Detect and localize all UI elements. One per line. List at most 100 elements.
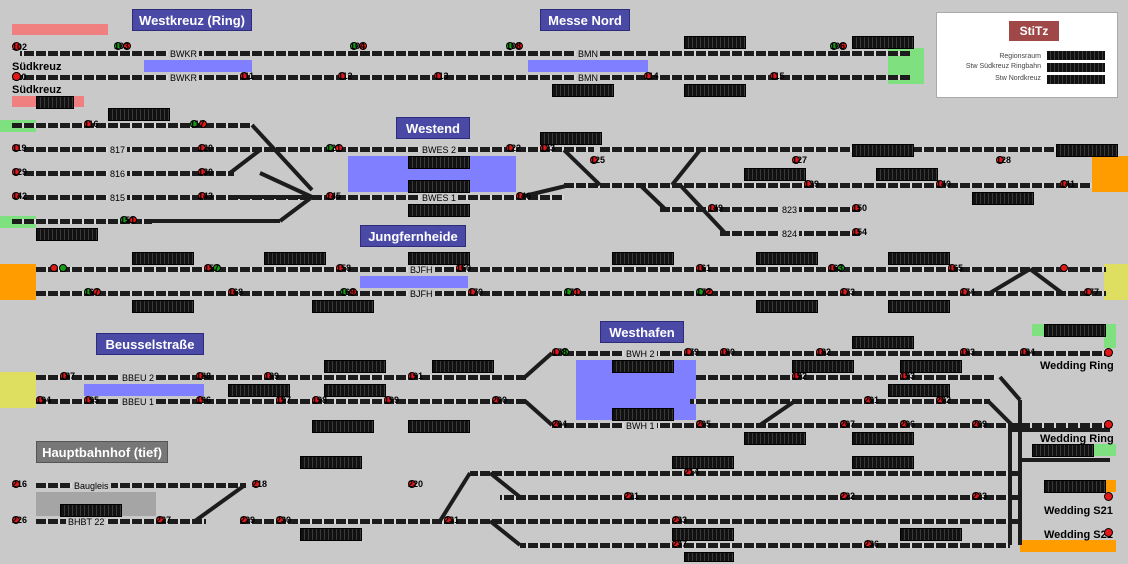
- train-number-display[interactable]: [108, 108, 170, 121]
- train-number-display[interactable]: [684, 36, 746, 49]
- train-number-display[interactable]: [264, 252, 326, 265]
- signal[interactable]: 183: [960, 347, 975, 357]
- signal[interactable]: 236: [864, 539, 879, 549]
- signal[interactable]: 199: [384, 395, 399, 405]
- legend-badge[interactable]: StiTz: [1009, 21, 1059, 41]
- signal[interactable]: 116: [84, 119, 99, 129]
- signal[interactable]: 193: [900, 371, 915, 381]
- train-number-display[interactable]: [1044, 480, 1106, 493]
- train-number-display[interactable]: [408, 252, 470, 265]
- train-number-display[interactable]: [36, 228, 98, 241]
- signal[interactable]: 149: [708, 203, 723, 213]
- station-title-westkreuz[interactable]: Westkreuz (Ring): [132, 9, 252, 31]
- signal[interactable]: 204: [552, 419, 567, 429]
- train-number-display[interactable]: [132, 300, 194, 313]
- signal[interactable]: 125: [590, 155, 605, 165]
- train-number-display[interactable]: [408, 180, 470, 193]
- signal[interactable]: 196: [196, 395, 211, 405]
- signal[interactable]: 151: [120, 215, 138, 225]
- signal[interactable]: 111: [240, 71, 254, 81]
- signal[interactable]: 168: [228, 287, 243, 297]
- signal[interactable]: 165: [948, 263, 963, 273]
- train-number-display[interactable]: [324, 384, 386, 397]
- signal[interactable]: 174: [960, 287, 975, 297]
- train-number-display[interactable]: [612, 252, 674, 265]
- train-number-display[interactable]: [132, 252, 194, 265]
- train-number-display[interactable]: [852, 36, 914, 49]
- signal[interactable]: 169: [340, 287, 358, 297]
- signal[interactable]: 189: [264, 371, 279, 381]
- train-number-display[interactable]: [228, 384, 290, 397]
- signal[interactable]: 120: [198, 143, 213, 153]
- train-number-display[interactable]: [408, 156, 470, 169]
- platform-label-baugleis[interactable]: Baugleis: [72, 481, 111, 491]
- train-number-display[interactable]: [852, 456, 914, 469]
- signal[interactable]: 157: [204, 263, 222, 273]
- signal[interactable]: 201: [864, 395, 879, 405]
- signal[interactable]: 143: [198, 191, 213, 201]
- train-number-display[interactable]: [1056, 144, 1118, 157]
- signal[interactable]: 205: [696, 419, 711, 429]
- signal[interactable]: 207: [840, 419, 855, 429]
- train-number-display[interactable]: [312, 420, 374, 433]
- train-number-display[interactable]: [684, 552, 734, 562]
- signal[interactable]: 121: [326, 143, 344, 153]
- signal[interactable]: 128: [996, 155, 1011, 165]
- signal[interactable]: 179: [684, 347, 699, 357]
- platform-label-bwh1[interactable]: BWH 1: [624, 421, 657, 431]
- signal[interactable]: 223: [972, 491, 987, 501]
- end-signal-red[interactable]: [1104, 492, 1113, 501]
- platform-label-bjfh[interactable]: BJFH: [408, 265, 435, 275]
- signal[interactable]: 115: [770, 71, 785, 81]
- signal[interactable]: 182: [816, 347, 831, 357]
- signal[interactable]: 197: [276, 395, 291, 405]
- signal[interactable]: 150: [852, 203, 867, 213]
- platform-label-bbeu1[interactable]: BBEU 1: [120, 397, 157, 407]
- signal[interactable]: 177: [1084, 287, 1099, 297]
- train-number-display[interactable]: [744, 168, 806, 181]
- signal[interactable]: 233: [672, 515, 687, 525]
- track-label-824[interactable]: 824: [780, 229, 800, 239]
- train-number-display[interactable]: [852, 144, 914, 157]
- train-number-display[interactable]: [1044, 324, 1106, 337]
- signal[interactable]: 226: [12, 515, 27, 525]
- signal[interactable]: 206: [900, 419, 915, 429]
- signal[interactable]: 106: [830, 41, 848, 51]
- signal[interactable]: [50, 264, 68, 272]
- signal[interactable]: 117: [190, 119, 208, 129]
- signal[interactable]: 198: [312, 395, 327, 405]
- signal[interactable]: 192: [792, 371, 807, 381]
- signal[interactable]: 227: [156, 515, 171, 525]
- track-label-817[interactable]: 817: [108, 145, 128, 155]
- signal[interactable]: 171: [564, 287, 582, 297]
- signal[interactable]: [1060, 264, 1069, 272]
- signal[interactable]: 146: [516, 191, 531, 201]
- train-number-display[interactable]: [540, 132, 602, 145]
- signal[interactable]: 112: [338, 71, 353, 81]
- signal[interactable]: 123: [540, 143, 555, 153]
- train-number-display[interactable]: [408, 420, 470, 433]
- train-number-display[interactable]: [756, 252, 818, 265]
- signal[interactable]: 172: [696, 287, 714, 297]
- signal[interactable]: 127: [792, 155, 807, 165]
- train-number-display[interactable]: [852, 336, 914, 349]
- signal[interactable]: 218: [252, 479, 267, 489]
- signal[interactable]: 216: [12, 479, 27, 489]
- signal[interactable]: 178: [552, 347, 570, 357]
- end-signal-red[interactable]: [1104, 528, 1113, 537]
- train-number-display[interactable]: [744, 432, 806, 445]
- station-title-westhafen[interactable]: Westhafen: [600, 321, 684, 343]
- train-number-display[interactable]: [312, 300, 374, 313]
- track-label-823[interactable]: 823: [780, 205, 800, 215]
- signal[interactable]: 184: [1020, 347, 1035, 357]
- signal[interactable]: 142: [12, 191, 27, 201]
- train-number-display[interactable]: [300, 456, 362, 469]
- station-title-messe-nord[interactable]: Messe Nord: [540, 9, 630, 31]
- signal[interactable]: 195: [84, 395, 99, 405]
- signal[interactable]: 214: [684, 467, 699, 477]
- signal[interactable]: 163: [828, 263, 846, 273]
- platform-label-bwkr[interactable]: BWKR: [168, 49, 199, 59]
- platform-label-bwes1[interactable]: BWES 1: [420, 193, 459, 203]
- train-number-display[interactable]: [888, 252, 950, 265]
- train-number-display[interactable]: [888, 384, 950, 397]
